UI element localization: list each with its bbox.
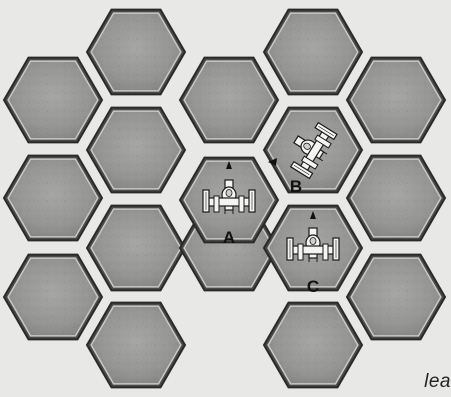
- hex-tile[interactable]: [264, 303, 362, 388]
- caption-text: lea: [424, 371, 451, 393]
- unit-c-label: C: [307, 277, 319, 296]
- hex-tile[interactable]: [347, 255, 445, 340]
- hex-tile[interactable]: [347, 156, 445, 241]
- hex-tile[interactable]: [87, 108, 185, 193]
- unit-a-label: A: [223, 228, 235, 247]
- hex-tile[interactable]: [4, 255, 102, 340]
- hex-tile[interactable]: [87, 303, 185, 388]
- hex-tile[interactable]: [87, 206, 185, 291]
- hex-tile[interactable]: [180, 58, 278, 143]
- unit-b-label: B: [290, 177, 302, 196]
- hex-tile[interactable]: [264, 10, 362, 95]
- hex-tile[interactable]: [4, 58, 102, 143]
- hex-tile[interactable]: [4, 156, 102, 241]
- hex-tile[interactable]: [87, 10, 185, 95]
- hex-tile[interactable]: [347, 58, 445, 143]
